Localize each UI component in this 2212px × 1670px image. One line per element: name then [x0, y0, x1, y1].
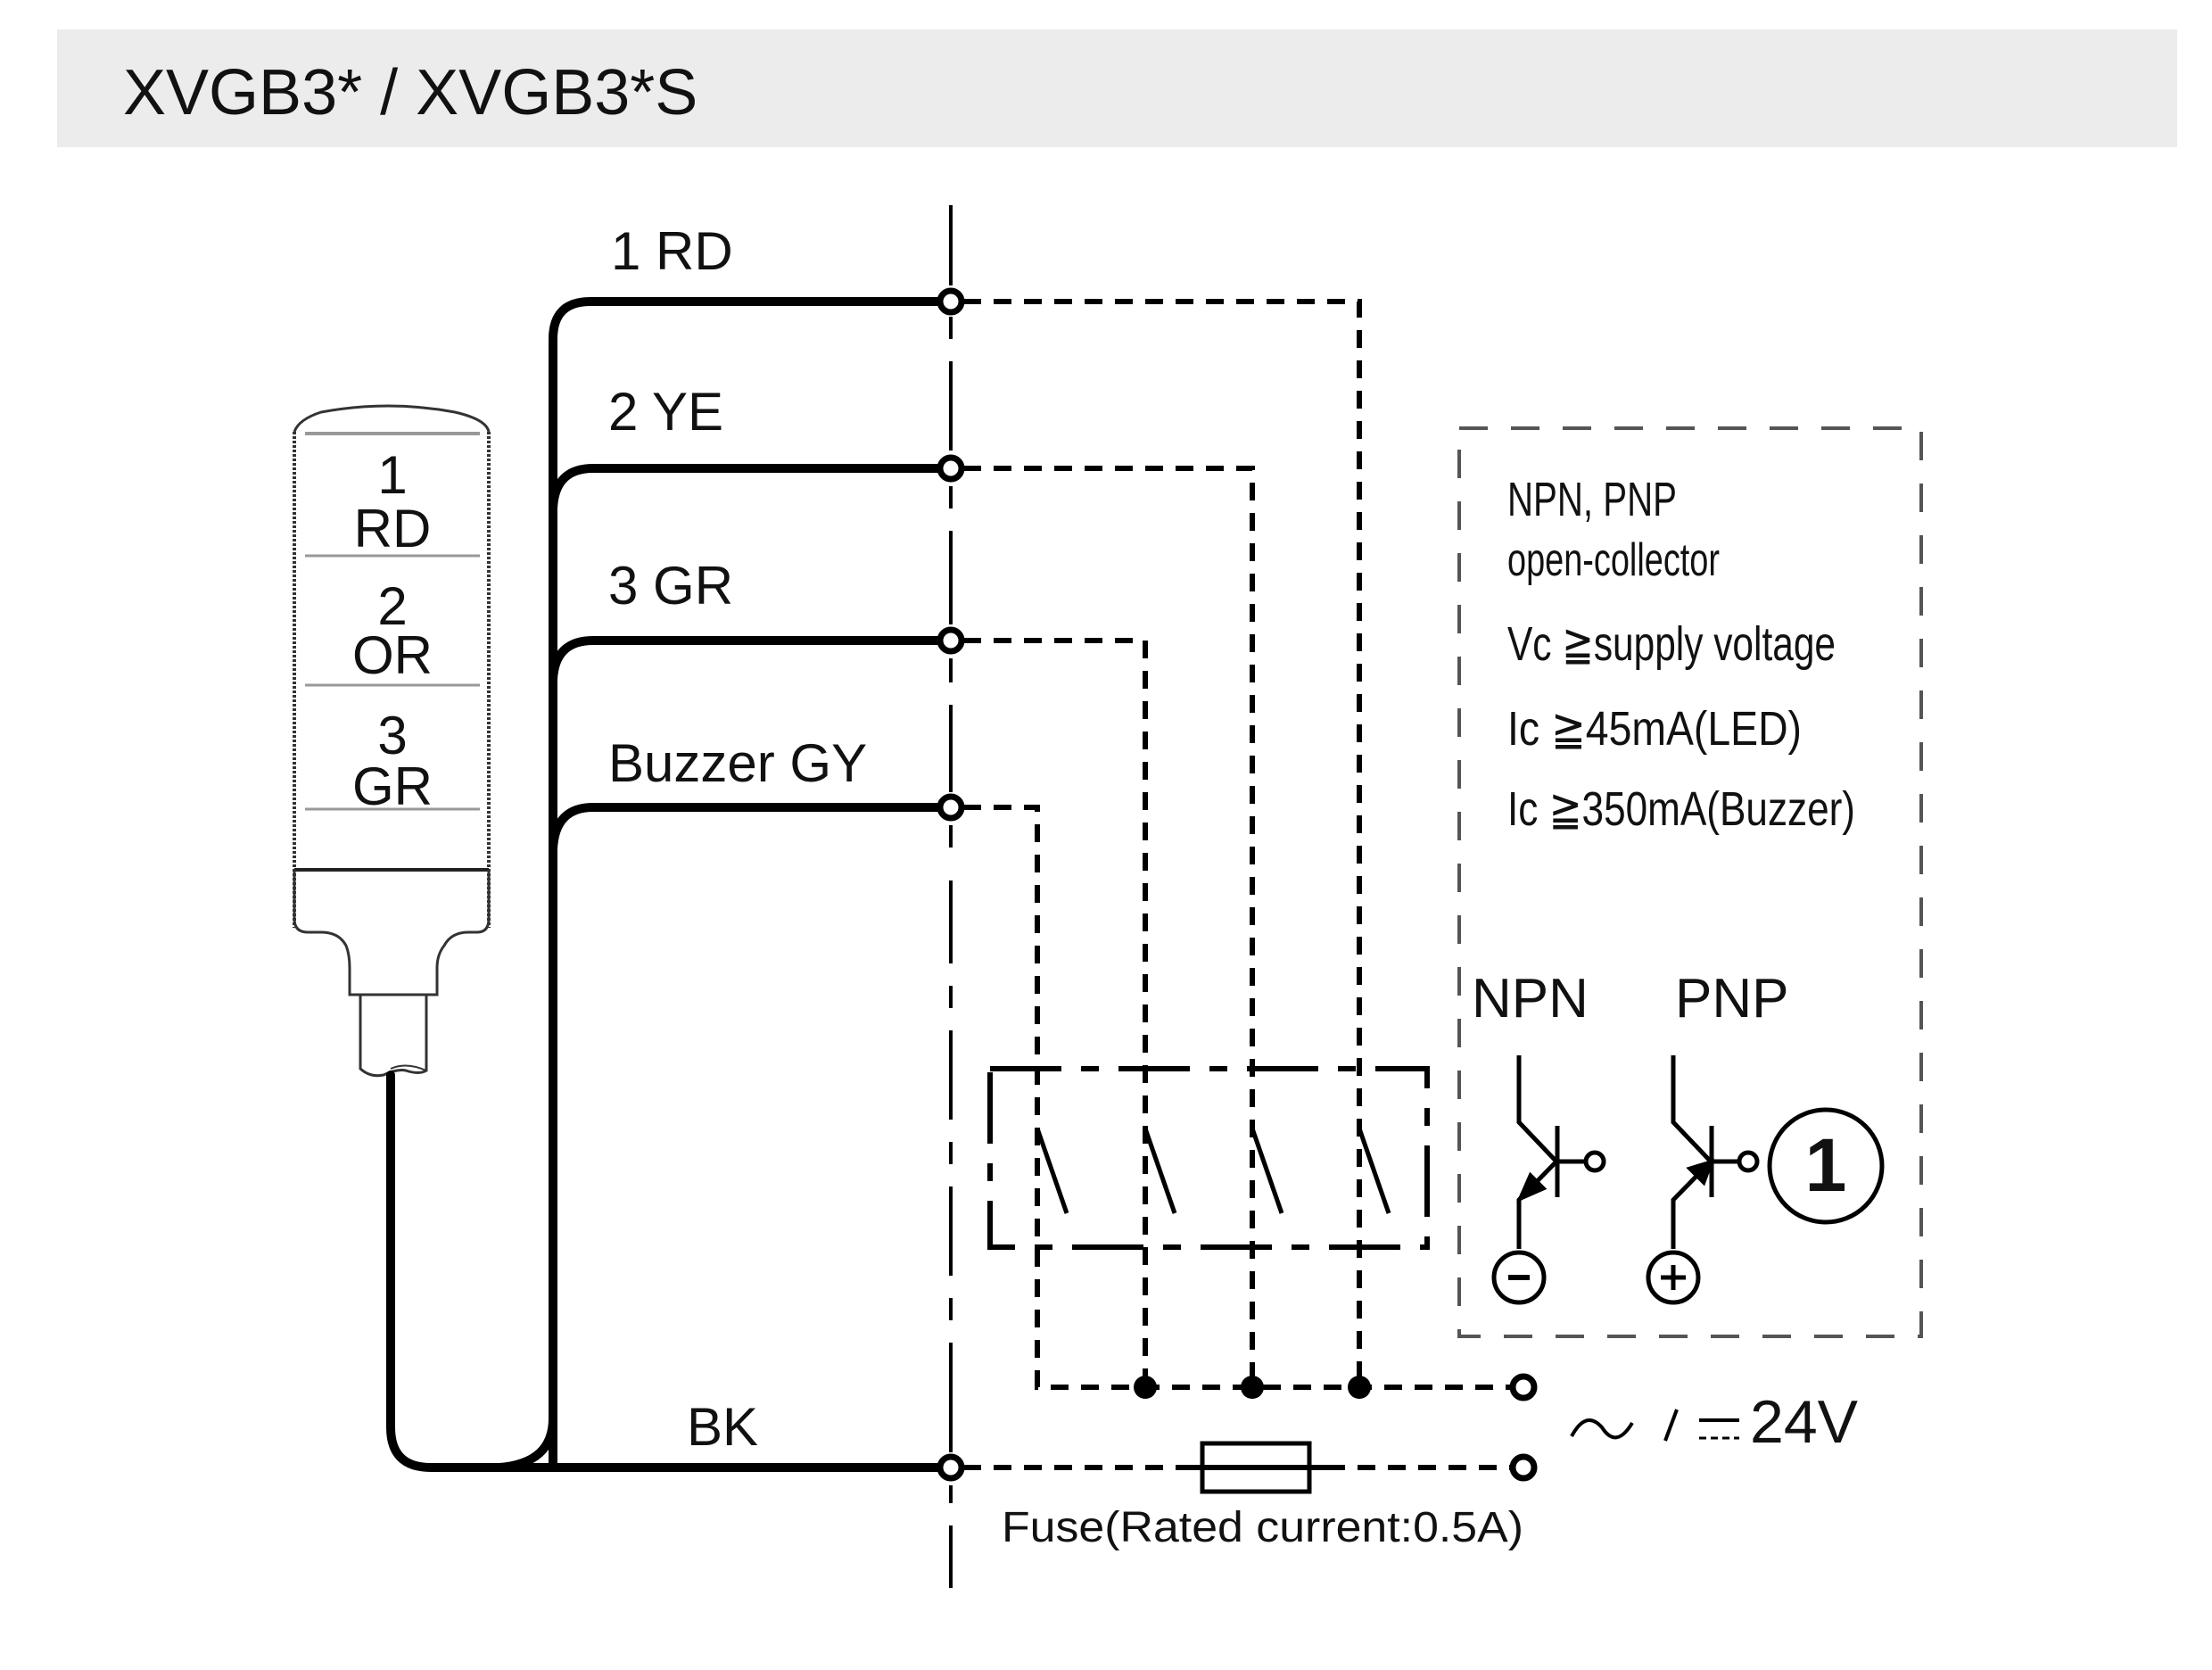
- supply-terminal-top: [1509, 1373, 1538, 1401]
- reference-mark-number: 1: [1805, 1123, 1847, 1207]
- wire-label-buzzer: Buzzer GY: [608, 733, 867, 793]
- header-bar: XVGB3* / XVGB3*S: [57, 29, 2177, 147]
- ac-symbol-icon: [1570, 1418, 1634, 1440]
- cable-from-tower: [386, 1071, 955, 1472]
- pnp-label: PNP: [1675, 968, 1788, 1029]
- wire-gr: [549, 636, 955, 684]
- wire-bk-join: [495, 1414, 557, 1472]
- ext-wire-buzzer: [963, 805, 1511, 1390]
- spec-box: NPN, PNP open-collector Vc ≧supply volta…: [1457, 426, 1923, 1338]
- pnp-transistor-icon: [1646, 1055, 1760, 1305]
- tier-1-number: 1: [377, 445, 407, 505]
- junction-dot: [1241, 1376, 1264, 1399]
- fuse: [1186, 1441, 1327, 1494]
- ext-wire-rd: [963, 299, 1362, 1387]
- cable-wires: [386, 297, 955, 1472]
- reference-mark-icon: [1767, 1107, 1885, 1225]
- junction-dot: [1134, 1376, 1157, 1399]
- tower-base: [293, 870, 491, 996]
- terminals: [937, 287, 1538, 1482]
- ext-wire-gr: [963, 638, 1148, 1387]
- tier-1-color: RD: [354, 499, 432, 558]
- npn-label: NPN: [1472, 968, 1589, 1029]
- switch-contact: [1357, 1128, 1391, 1214]
- supply-voltage: 24V: [1750, 1388, 1859, 1456]
- page-title: XVGB3* / XVGB3*S: [123, 57, 698, 128]
- cable-trunk: [549, 297, 955, 1472]
- tower-tier-labels: 1 RD 2 OR 3 GR: [352, 445, 433, 816]
- ext-wire-ye: [963, 466, 1255, 1387]
- slash: [1663, 1409, 1679, 1442]
- external-wiring: [963, 299, 1511, 1470]
- spec-line: open-collector: [1507, 534, 1720, 586]
- tower-stem: [359, 995, 428, 1078]
- signal-tower: [293, 404, 491, 1078]
- tier-3-color: GR: [352, 756, 433, 816]
- switch-block-frame: [987, 1066, 1430, 1250]
- terminal-gr: [937, 626, 965, 655]
- switch-contact: [1035, 1128, 1069, 1214]
- tower-stem-cut: [390, 1064, 427, 1071]
- spec-box-frame: [1457, 426, 1923, 1338]
- spec-line: Vc ≧supply voltage: [1507, 617, 1836, 671]
- terminal-ye: [937, 454, 965, 483]
- wire-label-rd: 1 RD: [611, 221, 733, 281]
- junctions: [1134, 1376, 1371, 1399]
- fuse-label: Fuse(Rated current:0.5A): [1002, 1504, 1523, 1551]
- wire-ye: [549, 464, 955, 513]
- tier-2-color: OR: [352, 625, 433, 685]
- tier-3-number: 3: [377, 706, 407, 765]
- wire-label-bk: BK: [687, 1397, 758, 1457]
- wire-label-gr: 3 GR: [608, 556, 733, 616]
- supply-label: 24V: [1570, 1388, 1859, 1456]
- spec-line: NPN, PNP: [1507, 473, 1677, 526]
- terminal-bk: [937, 1453, 965, 1482]
- wire-buzzer: [549, 803, 955, 854]
- spec-line: Ic ≧350mA(Buzzer): [1507, 782, 1855, 836]
- terminal-rd: [937, 287, 965, 316]
- wire-label-ye: 2 YE: [608, 382, 723, 442]
- terminal-buzzer: [937, 793, 965, 822]
- tier-2-number: 2: [377, 576, 407, 636]
- npn-transistor-icon: [1491, 1055, 1606, 1305]
- junction-dot: [1348, 1376, 1371, 1399]
- switch-block: [987, 1066, 1430, 1250]
- switch-contact: [1143, 1128, 1177, 1214]
- supply-terminal-bottom: [1509, 1453, 1538, 1482]
- tower-dome: [293, 404, 491, 433]
- switch-contact: [1250, 1128, 1284, 1214]
- spec-line: Ic ≧45mA(LED): [1507, 702, 1802, 756]
